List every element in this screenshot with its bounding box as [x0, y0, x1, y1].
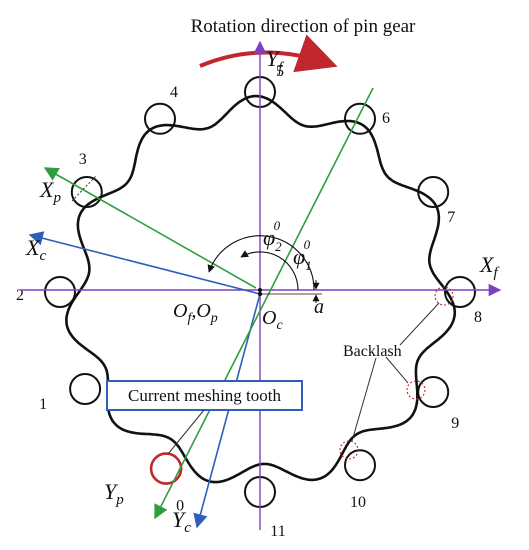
label-eccentricity-a: a: [314, 296, 324, 318]
current-meshing-box: [106, 380, 303, 411]
backlash-leader-9: [385, 356, 409, 384]
pin-9: [417, 376, 450, 408]
pin-number-7: 7: [447, 209, 455, 226]
center-of-point: [258, 288, 262, 292]
pin-number-2: 2: [16, 287, 24, 304]
phi2-angle-arc: [207, 235, 315, 291]
pin-number-8: 8: [474, 309, 482, 326]
label-xp: Xp: [39, 177, 61, 206]
xp-axis: [43, 167, 257, 289]
backlash-circle-10: [339, 440, 359, 460]
pin-number-6: 6: [382, 110, 390, 127]
pin-10: [344, 449, 376, 482]
backlash-leader-10: [351, 357, 377, 442]
phi1-angle-arc: [240, 250, 299, 291]
pin-number-10: 10: [350, 494, 366, 511]
backlash-leader-8: [399, 302, 440, 346]
yp-axis-line: [154, 87, 374, 520]
backlash-circle-9: [406, 380, 426, 400]
pin-number-3: 3: [79, 151, 87, 168]
label-xf: Xf: [479, 252, 499, 281]
label-yp: Yp: [104, 479, 124, 508]
xc-axis: [28, 231, 261, 295]
label-yc: Yc: [172, 507, 191, 536]
backlash-label: Backlash: [343, 343, 402, 360]
label-phi2: φ20: [263, 218, 282, 254]
diagram-title: Rotation direction of pin gear: [191, 16, 416, 37]
xp-dashed-guide: [71, 175, 97, 202]
pin-number-5: 5: [276, 63, 284, 80]
pin-number-11: 11: [270, 523, 285, 540]
pin-4: [144, 102, 176, 135]
pin-8: [444, 276, 476, 308]
label-of-op: Of,Op: [173, 300, 218, 326]
label-xc: Xc: [25, 235, 46, 264]
pin-number-0: 0: [176, 498, 184, 515]
pin-1: [69, 373, 102, 405]
pin-6: [344, 102, 376, 135]
current-meshing-label: Current meshing tooth: [128, 386, 281, 405]
pin-number-4: 4: [170, 84, 178, 101]
label-phi1: φ10: [293, 237, 312, 273]
label-oc: Oc: [262, 307, 283, 333]
pin-number-9: 9: [451, 415, 459, 432]
pin-0: [149, 452, 183, 485]
pin-7: [417, 176, 450, 208]
cycloid-gear-profile: [65, 94, 457, 484]
pin-number-1: 1: [39, 396, 47, 413]
center-oc-point: [257, 291, 263, 297]
pin-2: [44, 276, 76, 308]
rotation-direction-arrow: [199, 34, 338, 73]
pin-3: [70, 176, 103, 208]
label-yf: Yf: [266, 46, 284, 76]
current-meshing-leader: [167, 409, 205, 455]
backlash-circle-8: [434, 286, 454, 306]
